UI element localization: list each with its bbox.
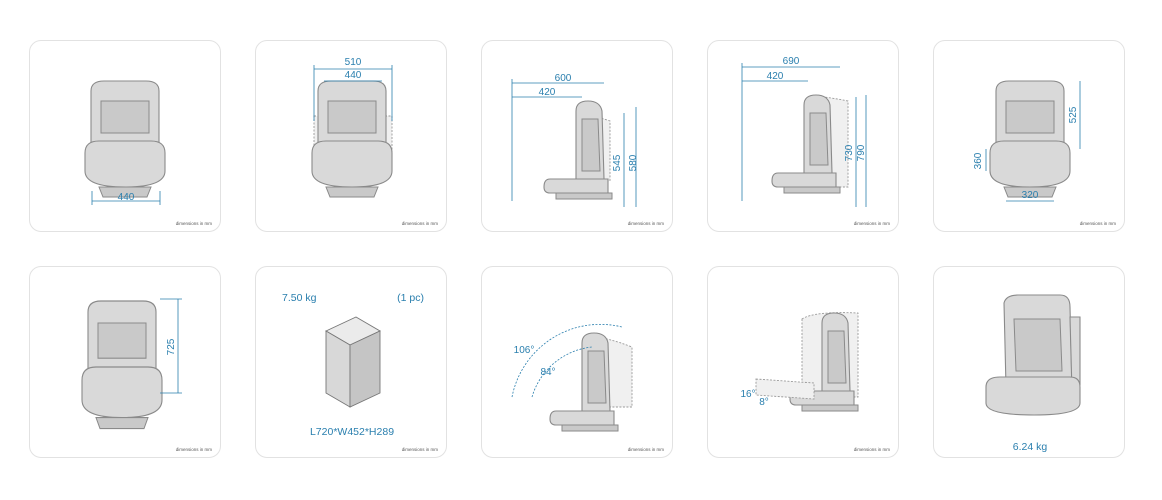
dimensions-note: dimensions in mm	[853, 221, 890, 226]
front-view-height-illustration: 725	[81, 298, 182, 430]
angle-tilt2-label: 8°	[759, 397, 769, 408]
card-front-seat-dims: 525 360 320 dimensions in mm	[933, 40, 1125, 232]
dim-height2-label: 790	[856, 144, 867, 161]
angle-min-label: 84°	[540, 367, 555, 378]
angle-tilt1-label: 16°	[740, 389, 755, 400]
seat-tilt-illustration: 16° 8°	[740, 312, 859, 412]
dim-height1-label: 545	[612, 154, 623, 171]
dim-height2-label: 580	[628, 154, 639, 171]
recline-angle-illustration: 106° 84°	[511, 323, 633, 432]
card-product-weight: 6.24 kg	[933, 266, 1125, 458]
card-front-width-wings: 510 440 dimensions in mm	[255, 40, 447, 232]
dim-outer-label: 600	[555, 73, 572, 84]
dimensions-note: dimensions in mm	[175, 221, 212, 226]
card-seat-tilt-angles: 16° 8° dimensions in mm	[707, 266, 899, 458]
card-front-height: 725 dimensions in mm	[29, 266, 221, 458]
side-view-max-illustration: 690 420 730 790	[741, 56, 867, 207]
package-dimensions-label: L720*W452*H289	[310, 426, 394, 438]
dimensions-note: dimensions in mm	[401, 447, 438, 452]
card-side-depth-height: 600 420 545 580 dimensions in mm	[481, 40, 673, 232]
card-side-depth-height-max: 690 420 730 790 dimensions in mm	[707, 40, 899, 232]
dimensions-note: dimensions in mm	[853, 447, 890, 452]
dimensions-note: dimensions in mm	[627, 221, 664, 226]
front-view-illustration: 440	[84, 80, 166, 205]
dim-inner-label: 420	[539, 87, 556, 98]
product-perspective-illustration: 6.24 kg	[985, 294, 1081, 453]
dim-outer-label: 690	[783, 56, 800, 67]
package-box-illustration: 7.50 kg (1 pc) L720*W452*H289	[282, 292, 424, 438]
dim-seat-height-label: 360	[973, 152, 984, 169]
card-recline-angles: 106° 84° dimensions in mm	[481, 266, 673, 458]
package-qty-label: (1 pc)	[397, 292, 424, 304]
card-package: 7.50 kg (1 pc) L720*W452*H289 dimensions…	[255, 266, 447, 458]
product-weight-label: 6.24 kg	[1013, 441, 1048, 453]
dim-seat-width-label: 320	[1022, 190, 1039, 201]
card-front-width: 440 dimensions in mm	[29, 40, 221, 232]
dim-back-height-label: 525	[1068, 106, 1079, 123]
dimensions-note: dimensions in mm	[1079, 221, 1116, 226]
dimensions-note: dimensions in mm	[175, 447, 212, 452]
dim-width-label: 440	[118, 192, 135, 203]
dim-inner-label: 440	[345, 70, 362, 81]
side-view-illustration: 600 420 545 580	[511, 73, 639, 207]
dimensions-note: dimensions in mm	[401, 221, 438, 226]
dimensions-note: dimensions in mm	[627, 447, 664, 452]
package-weight-label: 7.50 kg	[282, 292, 317, 304]
front-view-seat-illustration: 525 360 320	[973, 80, 1081, 202]
front-view-wings-illustration: 510 440	[311, 57, 393, 198]
dim-outer-label: 510	[345, 57, 362, 68]
dim-total-height-label: 725	[166, 338, 177, 355]
angle-max-label: 106°	[514, 345, 535, 356]
dim-inner-label: 420	[767, 71, 784, 82]
dim-height1-label: 730	[844, 144, 855, 161]
